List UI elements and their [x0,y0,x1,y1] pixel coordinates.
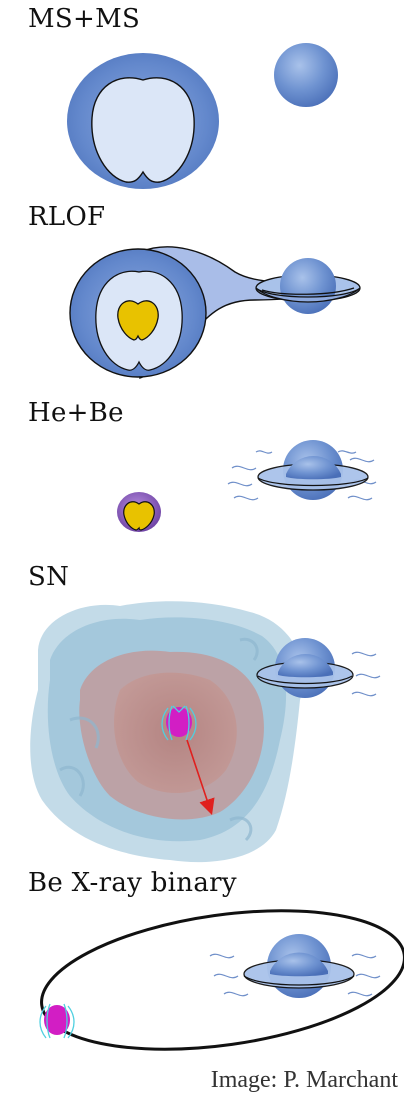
stage-sn [30,601,381,863]
primary-roche-lobe [91,77,195,183]
stage-title-ms-ms: MS+MS [28,4,141,34]
stage-title-rlof: RLOF [28,202,106,232]
secondary-star [274,43,338,107]
eccentric-orbit [40,909,404,1051]
stage-title-be-xrb: Be X-ray binary [28,868,237,898]
helium-star [117,492,161,532]
be-star-disk-icon [227,440,377,501]
kick-velocity-arrow [186,739,215,816]
pulsar-icon [161,705,197,741]
stage-he-be [117,440,377,532]
be-star-disk-icon [209,934,381,998]
helium-core [117,300,159,341]
accretor-star-with-disk [255,258,361,314]
pulsar-icon [39,1003,75,1039]
stage-title-he-be: He+Be [28,398,124,428]
stage-rlof [69,246,361,379]
image-credit: Image: P. Marchant [210,1067,398,1093]
supernova-remnant [30,601,304,863]
stage-be-xrb [39,909,404,1051]
be-star-disk-icon [256,638,381,698]
stage-title-sn: SN [28,562,70,592]
stage-ms-ms [67,43,338,189]
